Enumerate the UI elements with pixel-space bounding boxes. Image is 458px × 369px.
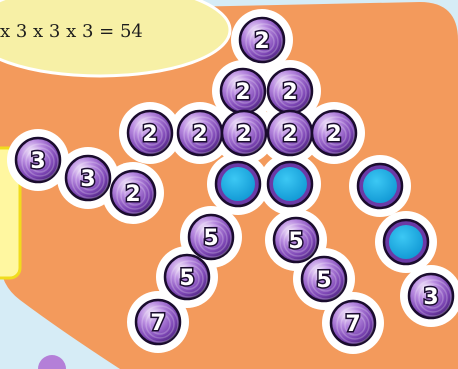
factor-ball: 2 bbox=[268, 111, 312, 155]
ball-label: 7 bbox=[150, 311, 165, 336]
slot-fill bbox=[273, 167, 307, 201]
factor-ball: 3 bbox=[16, 138, 60, 182]
ball-label: 2 bbox=[125, 182, 140, 207]
factor-ball: 3 bbox=[409, 274, 453, 318]
factor-ball: 2 bbox=[111, 171, 155, 215]
equation-text: x 3 x 3 x 3 = 54 bbox=[0, 21, 143, 42]
factor-ball: 2 bbox=[221, 69, 265, 113]
ball-label: 5 bbox=[179, 266, 194, 291]
ball-label: 2 bbox=[282, 80, 297, 105]
empty-factor-slot[interactable] bbox=[384, 220, 428, 264]
empty-factor-slot[interactable] bbox=[268, 162, 312, 206]
empty-factor-slot[interactable] bbox=[358, 164, 402, 208]
ball-label: 3 bbox=[30, 149, 45, 174]
slot-fill bbox=[363, 169, 397, 203]
factor-ball: 5 bbox=[165, 255, 209, 299]
factor-ball: 2 bbox=[312, 111, 356, 155]
ball-label: 7 bbox=[345, 312, 360, 337]
ball-label: 2 bbox=[236, 122, 251, 147]
factor-ball: 2 bbox=[178, 111, 222, 155]
ball-label: 2 bbox=[192, 122, 207, 147]
purple-corner-shape bbox=[38, 355, 66, 369]
ball-label: 2 bbox=[142, 122, 157, 147]
ball-label: 2 bbox=[282, 122, 297, 147]
factor-ball: 5 bbox=[274, 218, 318, 262]
ball-label: 3 bbox=[80, 167, 95, 192]
factor-ball: 2 bbox=[240, 18, 284, 62]
empty-factor-slot[interactable] bbox=[216, 162, 260, 206]
ball-label: 5 bbox=[203, 226, 218, 251]
ball-label: 3 bbox=[423, 285, 438, 310]
ball-label: 5 bbox=[288, 229, 303, 254]
factor-ball: 2 bbox=[268, 69, 312, 113]
factor-ball: 2 bbox=[222, 111, 266, 155]
factor-ball: 5 bbox=[302, 257, 346, 301]
slot-fill bbox=[389, 225, 423, 259]
factor-ball: 3 bbox=[66, 156, 110, 200]
slot-fill bbox=[221, 167, 255, 201]
ball-label: 2 bbox=[326, 122, 341, 147]
factor-ball: 7 bbox=[136, 300, 180, 344]
factor-ball: 2 bbox=[128, 111, 172, 155]
ball-label: 2 bbox=[235, 80, 250, 105]
ball-label: 5 bbox=[316, 268, 331, 293]
factor-ball: 5 bbox=[189, 215, 233, 259]
ball-label: 2 bbox=[254, 29, 269, 54]
factor-ball: 7 bbox=[331, 301, 375, 345]
